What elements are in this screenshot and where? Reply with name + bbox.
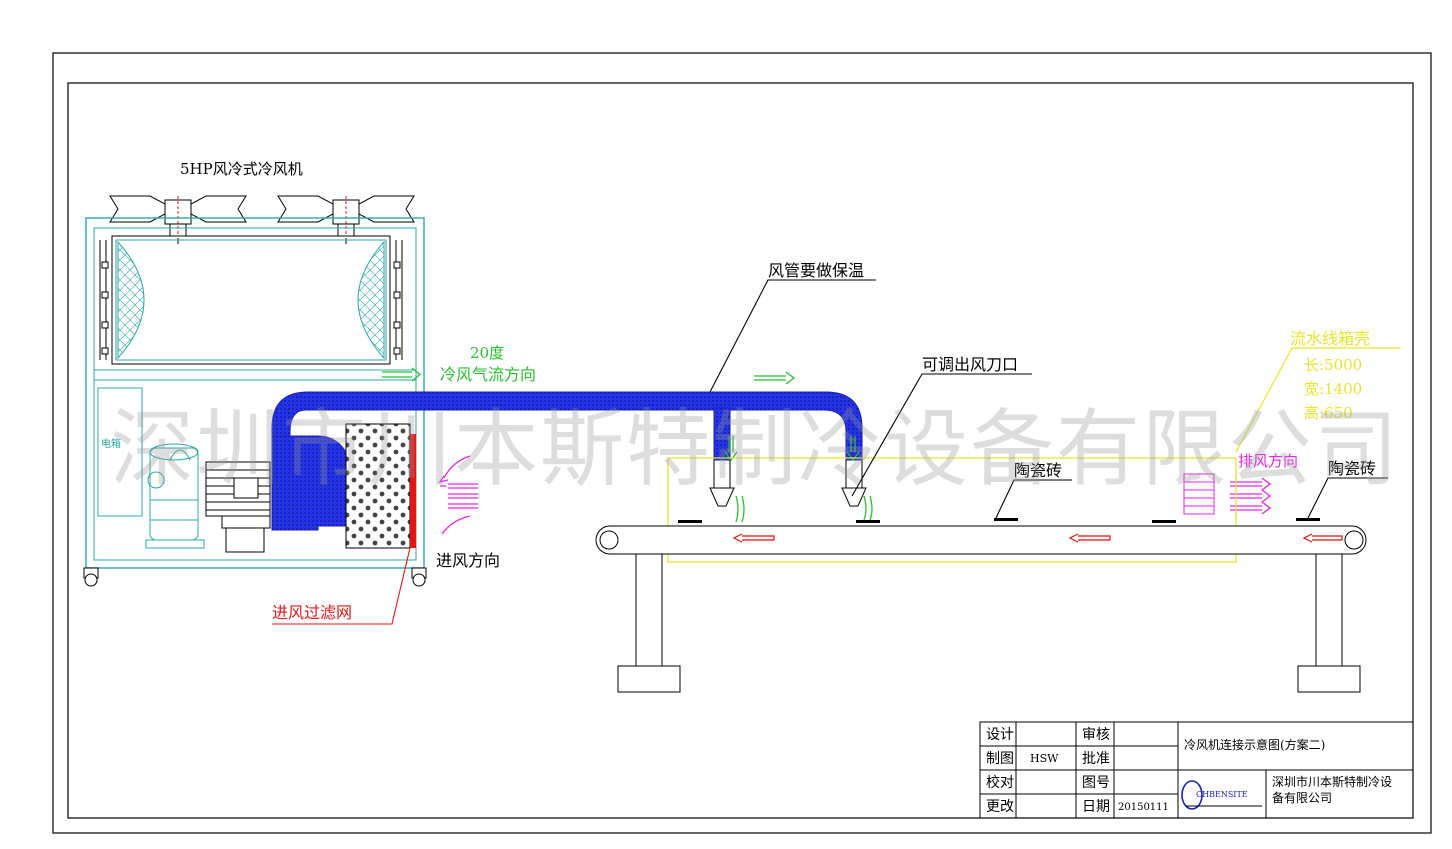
blower-housing <box>271 435 347 531</box>
approve-label: 批准 <box>1082 751 1110 767</box>
exhaust-grille <box>1183 473 1215 515</box>
company-name-line2: 备有限公司 <box>1272 791 1332 805</box>
airflow-temperature: 20度 <box>470 344 504 362</box>
intake-filter-box <box>345 423 416 549</box>
housing-height: 高:650 <box>1304 404 1353 422</box>
date-value: 20150111 <box>1118 802 1169 813</box>
duct-drop-1 <box>713 407 731 461</box>
compressor <box>145 443 205 549</box>
inner-border <box>67 82 1414 819</box>
intake-direction-label: 进风方向 <box>436 551 500 570</box>
electric-box <box>97 387 143 517</box>
housing-leader <box>1235 347 1400 453</box>
drawing-title: 冷风机连接示意图(方案二) <box>1184 737 1325 752</box>
title-block <box>979 721 1414 819</box>
exhaust-direction-label: 排风方向 <box>1238 452 1298 470</box>
conveyor <box>595 525 1367 693</box>
chiller-unit <box>83 195 427 587</box>
revise-label: 更改 <box>986 799 1014 815</box>
adjustable-air-knife-nozzles <box>709 460 867 507</box>
date-label: 日期 <box>1082 799 1110 815</box>
drawing-no-label: 图号 <box>1082 775 1110 791</box>
blower-motor <box>205 461 271 553</box>
cool-air-arrows <box>382 367 873 523</box>
conveyor-direction-arrows <box>732 533 1343 543</box>
check-label: 校对 <box>986 774 1014 791</box>
outer-border <box>52 52 1432 834</box>
duct-insulation-note: 风管要做保温 <box>768 261 864 280</box>
unit-feet <box>83 567 427 587</box>
airflow-direction-label: 冷风气流方向 <box>440 365 536 384</box>
draw-value: HSW <box>1030 752 1059 765</box>
intake-arrows <box>438 455 1272 535</box>
condenser-fan-left <box>109 195 247 244</box>
housing-length: 长:5000 <box>1304 356 1362 374</box>
housing-width: 宽:1400 <box>1304 380 1362 398</box>
condenser-fan-right <box>277 195 415 244</box>
leader-lines <box>272 279 1388 625</box>
tile-label-1: 陶瓷砖 <box>1014 461 1062 480</box>
nozzle-label: 可调出风刀口 <box>922 355 1018 374</box>
review-label: 审核 <box>1082 727 1110 743</box>
filter-label: 进风过滤网 <box>272 603 352 622</box>
housing-title: 流水线箱壳 <box>1290 329 1370 348</box>
assembly-line-housing <box>667 457 1237 563</box>
company-name-line1: 深圳市川本斯特制冷设 <box>1272 774 1392 789</box>
unit-title: 5HP风冷式冷风机 <box>180 160 303 178</box>
tile-label-2: 陶瓷砖 <box>1328 459 1376 478</box>
ceramic-tiles <box>678 518 1320 523</box>
company-logo: CHBENSITE <box>1181 780 1262 810</box>
draw-label: 制图 <box>986 751 1014 767</box>
electric-box-label: 电箱 <box>101 437 121 450</box>
logo-text: CHBENSITE <box>1196 790 1248 799</box>
design-label: 设计 <box>986 727 1014 743</box>
